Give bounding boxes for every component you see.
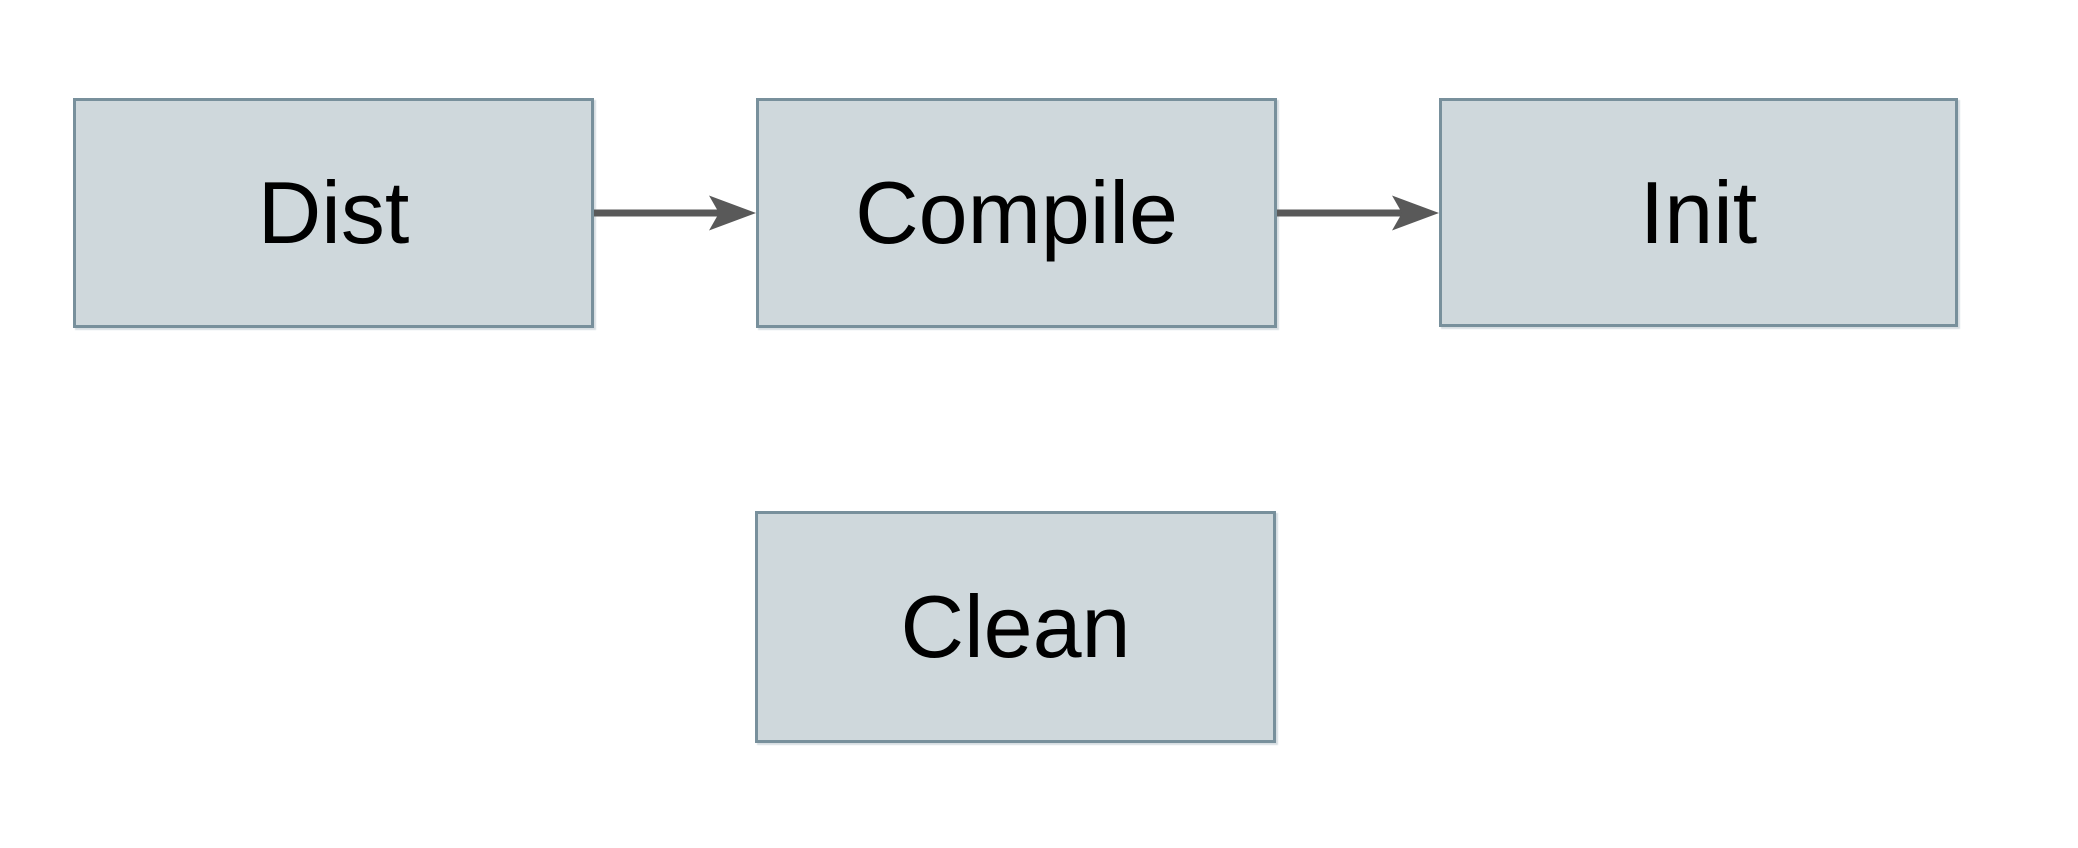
arrow-compile-to-init xyxy=(1277,195,1439,231)
node-clean: Clean xyxy=(755,511,1276,743)
arrow-dist-to-compile xyxy=(594,195,756,231)
node-compile: Compile xyxy=(756,98,1277,328)
node-init-label: Init xyxy=(1639,162,1758,262)
node-clean-label: Clean xyxy=(900,577,1131,676)
node-dist-label: Dist xyxy=(257,163,410,262)
node-dist: Dist xyxy=(73,98,594,328)
node-init: Init xyxy=(1439,98,1958,327)
node-compile-label: Compile xyxy=(855,163,1178,262)
